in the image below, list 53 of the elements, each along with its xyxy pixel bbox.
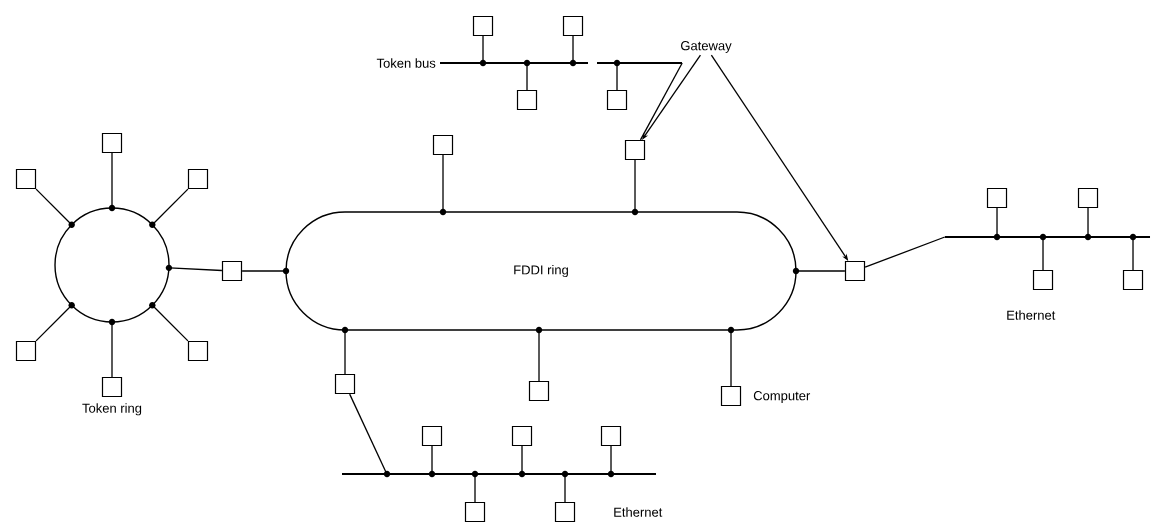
computer-box: [432, 134, 454, 156]
connection-line: [796, 270, 846, 272]
computer-box: [562, 15, 584, 37]
computer-box: [1122, 269, 1144, 291]
computer-box: [516, 89, 538, 111]
computer-box: [720, 385, 742, 407]
connection-line: [639, 62, 683, 141]
connection-line: [111, 322, 113, 378]
connection-line: [169, 267, 223, 272]
bus-line: [945, 233, 1150, 241]
connection-line: [35, 305, 72, 342]
network-label: Ethernet: [614, 507, 663, 517]
network-label: Ethernet: [1007, 310, 1056, 320]
computer-box: [187, 340, 209, 362]
computer-box: [421, 425, 443, 447]
connection-line: [111, 152, 113, 208]
computer-box: [15, 340, 37, 362]
computer-box: [606, 89, 628, 111]
computer-box: [472, 15, 494, 37]
computer-box: [187, 168, 209, 190]
network-label: Computer: [753, 391, 811, 403]
computer-box: [600, 425, 622, 447]
network-label: Token bus: [376, 58, 436, 68]
bus-line: [440, 59, 682, 67]
computer-box: [221, 260, 243, 282]
computer-box: [101, 376, 123, 398]
computer-box: [15, 168, 37, 190]
callout-text: Gateway: [681, 41, 732, 53]
connection-line: [634, 159, 636, 212]
computer-box: [511, 425, 533, 447]
computer-box: [844, 260, 866, 282]
computer-box: [624, 139, 646, 161]
computer-box: [554, 501, 576, 523]
connection-line: [538, 330, 540, 382]
computer-box: [464, 501, 486, 523]
computer-box: [986, 187, 1008, 209]
connection-line: [349, 393, 388, 475]
connection-line: [344, 330, 346, 375]
ring-circle: [54, 204, 173, 326]
connection-line: [152, 305, 189, 342]
computer-box: [334, 373, 356, 395]
computer-box: [528, 380, 550, 402]
bus-line: [342, 470, 656, 478]
connection-line: [864, 236, 946, 268]
computer-box: [1077, 187, 1099, 209]
connection-line: [152, 188, 189, 225]
network-label: Token ring: [82, 403, 142, 416]
connection-line: [730, 330, 732, 387]
computer-box: [1032, 269, 1054, 291]
connection-line: [442, 154, 444, 212]
connection-line: [241, 270, 286, 272]
connection-line: [35, 188, 72, 225]
computer-box: [101, 132, 123, 154]
